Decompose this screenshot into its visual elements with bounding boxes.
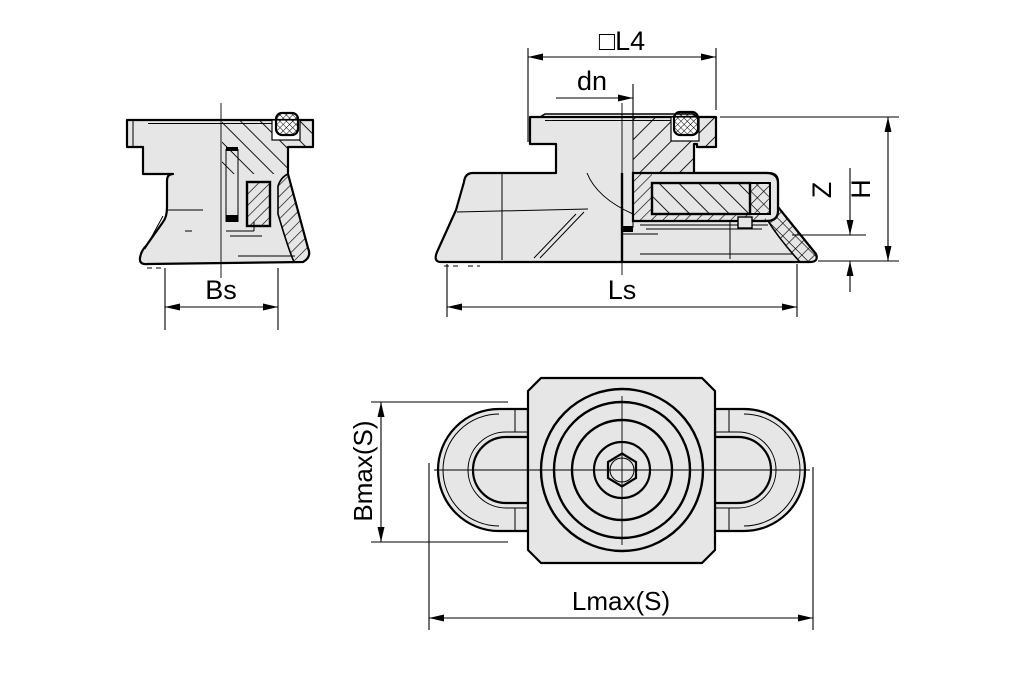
waist-contour (456, 208, 589, 213)
dim-label-h: H (846, 179, 876, 199)
insert-section (245, 180, 272, 228)
view-side-section-large: □L4 dn Ls H Z (434, 26, 899, 317)
dim-label-l4: □L4 (599, 26, 645, 56)
dimension-z: Z (792, 168, 866, 292)
dim-label-z: Z (807, 182, 837, 199)
square-plate (526, 376, 717, 565)
dimension-dn: dn (556, 66, 634, 140)
ring-spacer-section (749, 182, 771, 215)
flare-contour (144, 215, 164, 250)
o-ring-seal (274, 111, 300, 137)
bellows-wall-section (277, 172, 310, 263)
dimension-h: H (720, 116, 899, 262)
dimension-lmax: Lmax(S) (428, 463, 814, 630)
dim-label-dn: dn (577, 66, 607, 96)
casing-hatch (633, 173, 652, 221)
dim-label-ls: Ls (608, 275, 637, 305)
flare-contour (533, 213, 577, 259)
dimension-l4: □L4 (527, 26, 717, 142)
view-bottom: Bmax(S) Lmax(S) (348, 376, 814, 630)
neck-section-hatch (633, 144, 694, 173)
slot-detail (737, 216, 753, 229)
dim-label-bs: Bs (205, 275, 237, 305)
view-side-section-small: Bs (125, 103, 315, 330)
ring-insert-section (650, 181, 752, 216)
thread-mark (622, 226, 633, 232)
dimension-ls: Ls (446, 264, 798, 317)
o-ring-seal (672, 110, 700, 137)
dimension-bs: Bs (164, 268, 279, 330)
thread-mark (226, 215, 238, 222)
dimension-bmax: Bmax(S) (348, 401, 508, 543)
thread-mark (226, 147, 238, 151)
dim-label-bmax: Bmax(S) (348, 420, 378, 521)
inner-curve (586, 172, 634, 215)
flare-contour (539, 211, 585, 259)
dim-label-lmax: Lmax(S) (572, 586, 670, 616)
